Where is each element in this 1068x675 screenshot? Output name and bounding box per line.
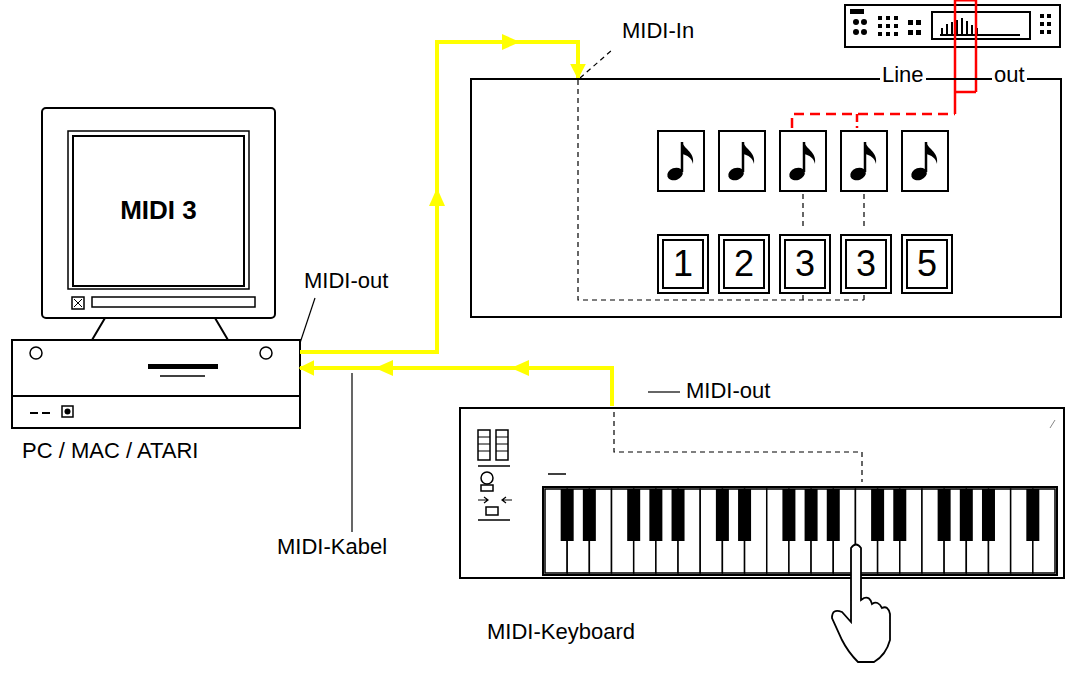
cable-label: MIDI-Kabel xyxy=(275,534,389,559)
black-key xyxy=(627,489,640,541)
leader-line xyxy=(300,298,680,532)
midi-keyboard xyxy=(460,408,1064,578)
black-key xyxy=(649,489,662,541)
black-key xyxy=(982,489,995,541)
channel-number: 1 xyxy=(673,243,693,284)
computer-monitor xyxy=(42,108,275,340)
midi-cable xyxy=(300,368,612,406)
port-label: MIDI-out xyxy=(684,378,772,403)
black-key xyxy=(561,489,574,541)
black-key xyxy=(672,489,685,541)
note-icon xyxy=(658,131,948,191)
midi-routing xyxy=(578,50,864,300)
channel-number: 3 xyxy=(856,243,876,284)
output-label: Line xyxy=(880,62,926,87)
channel-box: 2 xyxy=(718,234,770,294)
computer: PC / MAC / ATARI MIDI 3 xyxy=(10,105,300,465)
black-key xyxy=(738,489,751,541)
node-label: MIDI-Keyboard xyxy=(487,619,635,644)
channel-box: 3 xyxy=(779,234,831,294)
channel-number: 3 xyxy=(795,243,815,284)
black-key xyxy=(960,489,973,541)
black-key xyxy=(782,489,795,541)
channel-box: 3 xyxy=(840,234,892,294)
node-label: MIDI-In xyxy=(622,18,694,43)
audio-line xyxy=(792,0,976,128)
channel-box: 5 xyxy=(901,234,953,294)
channel-number: 5 xyxy=(917,243,937,284)
cable-arrowhead xyxy=(375,34,529,376)
black-key xyxy=(827,489,840,541)
black-key xyxy=(1026,489,1039,541)
black-key xyxy=(871,489,884,541)
black-key xyxy=(805,489,818,541)
black-key xyxy=(938,489,951,541)
rack-device xyxy=(845,5,1060,47)
output-label: out xyxy=(992,62,1027,87)
keyboard: MIDI-Keyboard xyxy=(460,406,1064,648)
computer-base xyxy=(12,340,300,428)
black-key xyxy=(583,489,596,541)
port-label: MIDI-out xyxy=(302,268,390,293)
channel-number: 2 xyxy=(734,243,754,284)
node-label: MIDI 3 xyxy=(120,196,197,226)
node-label: PC / MAC / ATARI xyxy=(22,438,198,463)
channel-box: 1 xyxy=(657,234,709,294)
sound-module: MIDI-In12335 xyxy=(470,78,1062,318)
key-routing xyxy=(614,412,862,482)
pointing-hand xyxy=(832,545,890,663)
midi-cable xyxy=(300,42,578,352)
monitor-screen: MIDI 3 xyxy=(72,135,245,287)
black-key xyxy=(716,489,729,541)
black-key xyxy=(893,489,906,541)
